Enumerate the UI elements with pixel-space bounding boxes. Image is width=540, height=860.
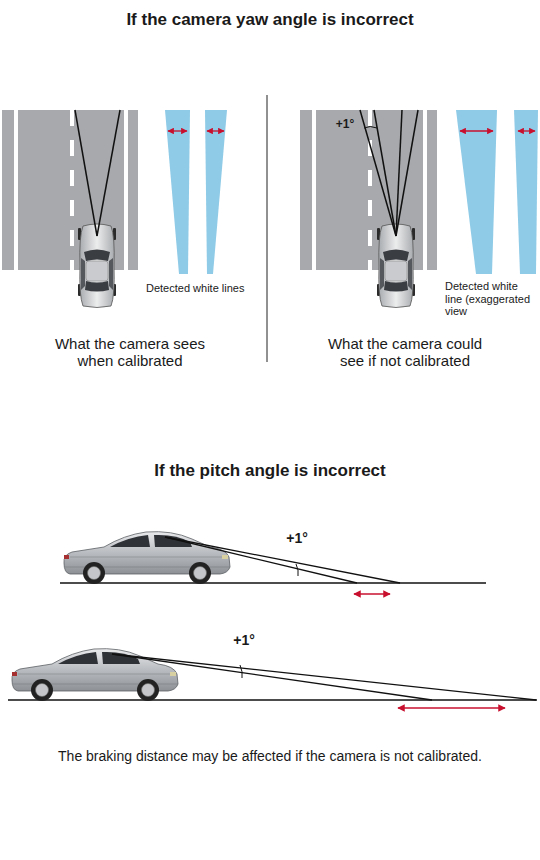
angle-arc — [296, 564, 298, 576]
detected-line-strip — [514, 110, 538, 274]
heading: If the camera yaw angle is incorrect — [20, 10, 520, 30]
pitch-near-view — [60, 532, 486, 594]
calibrated-road-view — [2, 110, 227, 308]
angle-arc — [240, 665, 242, 678]
panel-caption: What the camera sees when calibrated — [40, 335, 220, 370]
car-side-view — [64, 532, 230, 584]
car-side-view — [12, 649, 178, 701]
distance-arrow — [398, 707, 505, 709]
angle-arc — [364, 127, 377, 129]
panel-caption: What the camera could see if not calibra… — [315, 335, 495, 370]
camera-sightline — [112, 654, 536, 700]
car-top-view — [377, 224, 415, 308]
camera-sightline — [165, 537, 357, 583]
angle-label: +1° — [279, 530, 315, 546]
shifted-sightline — [396, 110, 402, 236]
strip-label: Detected white lines — [146, 282, 264, 295]
uncalibrated-road-view — [300, 110, 538, 308]
camera-sightline — [396, 110, 418, 236]
camera-sightline — [112, 654, 432, 700]
detected-line-strip — [165, 110, 190, 274]
width-arrow — [460, 130, 493, 131]
lane-line — [423, 110, 427, 270]
angle-label: +1° — [330, 118, 360, 132]
distance-arrow — [354, 593, 390, 595]
width-arrow — [168, 130, 187, 131]
width-arrow — [518, 130, 535, 131]
road — [2, 110, 138, 270]
road — [300, 110, 437, 270]
camera-sightline — [97, 110, 120, 236]
detected-line-strip — [205, 110, 227, 274]
width-arrow — [207, 130, 224, 131]
dashed-lane-line — [70, 110, 74, 270]
lane-line — [124, 110, 128, 270]
angle-label: +1° — [226, 632, 262, 648]
divider — [267, 95, 268, 362]
ground-line — [8, 699, 537, 701]
detected-line-strip — [456, 110, 497, 274]
ground-line — [60, 582, 486, 584]
camera-sightline — [165, 537, 400, 583]
caption: The braking distance may be affected if … — [10, 748, 530, 764]
lane-line — [312, 110, 316, 270]
strip-label: Detected white line (exaggerated view — [445, 280, 537, 318]
lane-line — [14, 110, 18, 270]
heading: If the pitch angle is incorrect — [20, 461, 520, 481]
pitch-far-view — [8, 649, 537, 708]
car-top-view — [78, 224, 116, 308]
shifted-sightline — [360, 110, 396, 236]
camera-sightline — [75, 110, 97, 236]
dashed-lane-line — [368, 110, 372, 270]
